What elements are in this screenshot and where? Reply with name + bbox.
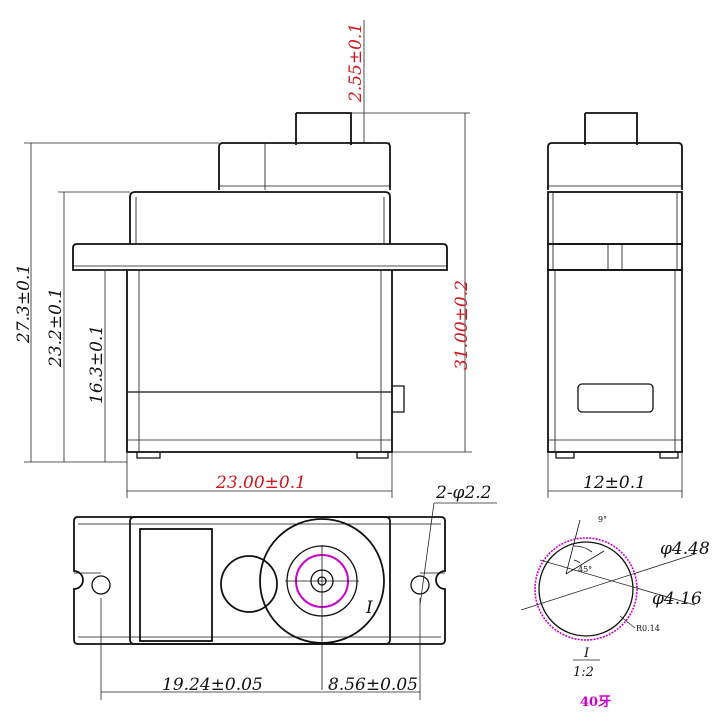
mounting-hole-left [91,575,111,595]
dim-shaft-offset: 19.24±0.05 [162,675,263,695]
detail-angle-a: 9° [598,515,607,524]
main-body [126,270,393,453]
outer-diameter-leader [520,553,696,611]
spline-outer-circle [534,537,638,641]
gear-housing-top [218,142,391,190]
side-flange [547,243,683,271]
spline-inner-circle [538,541,634,637]
mid-housing [129,191,391,244]
angle-arc-b [573,559,581,564]
side-feet [555,452,679,459]
side-body [547,269,683,453]
dim-depth-body: 12±0.1 [583,473,646,493]
front-view [72,112,448,459]
top-flange-outline [73,516,446,645]
side-gear-housing [547,142,683,190]
output-horn [295,112,352,145]
detail-label: I [583,646,590,661]
top-view-dimensions [100,502,497,700]
cable-exit [392,385,405,413]
detail-marker: I [365,598,373,618]
idler-boss [220,555,278,613]
detail-outer-diameter: φ4.48 [660,539,710,559]
dim-height-total-left: 27.3±0.1 [14,264,34,344]
angle-lines [565,519,605,575]
top-case [129,516,391,645]
detail-view [520,519,696,661]
inner-diameter-leader [539,559,696,606]
side-horn [584,112,638,145]
mounting-hole-right [410,575,430,595]
label-window [139,528,213,642]
dim-width-body: 23.00±0.1 [215,473,306,493]
detail-small-note: R0.14 [636,624,660,633]
side-cable-window [577,383,654,413]
front-view-dimensions [24,20,472,498]
detail-teeth-count: 40牙 [580,695,611,710]
dim-hole-offset: 8.56±0.05 [328,675,418,695]
dim-height-mid-left: 23.2±0.1 [46,288,66,368]
dim-height-body: 16.3±0.1 [87,325,107,404]
side-view [547,112,683,459]
angle-arc-a [573,545,593,553]
detail-scale: 1:2 [573,665,594,680]
dim-hole-spec: 2-φ2.2 [435,483,492,503]
detail-angle-b: 45° [578,565,592,574]
dim-horn-height: 2.55±0.1 [346,23,366,103]
side-view-dimensions [547,452,683,498]
dim-height-total-right: 31.00±0.2 [452,280,472,370]
detail-inner-diameter: φ4.16 [652,589,702,609]
top-view [73,516,446,690]
mounting-flange [72,243,448,271]
body-feet [136,452,389,459]
side-mid-housing [547,191,683,245]
